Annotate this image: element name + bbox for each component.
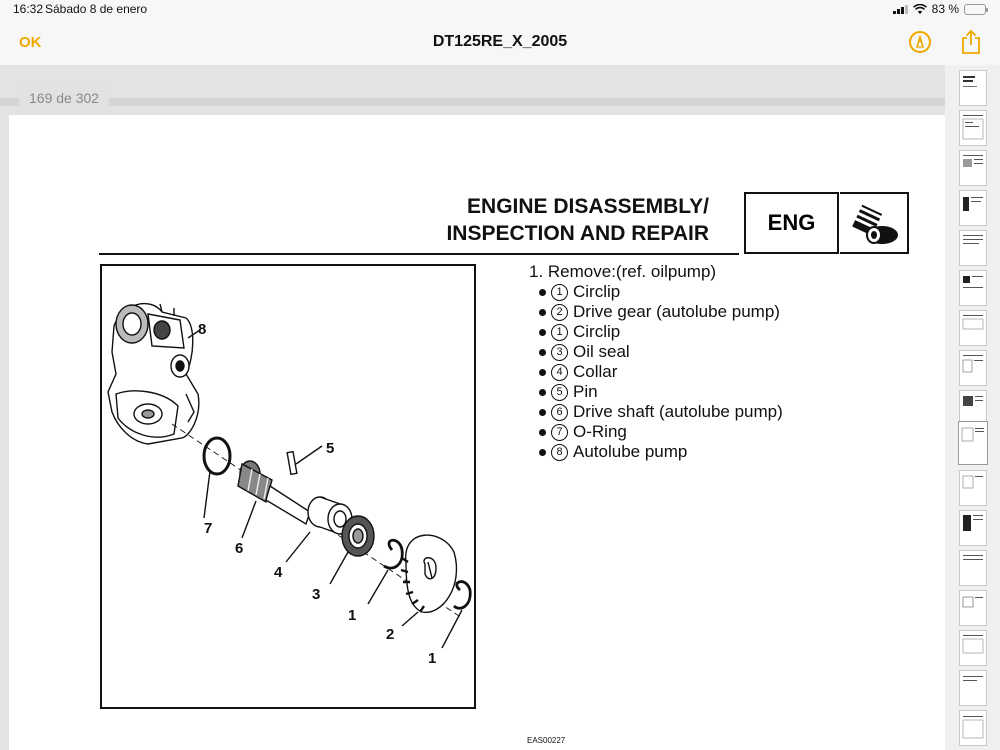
- share-button[interactable]: [960, 29, 982, 55]
- page-thumbnail[interactable]: [959, 390, 987, 426]
- page-thumbnail[interactable]: [959, 670, 987, 706]
- engine-icon: [852, 204, 898, 244]
- callout-6: 6: [235, 540, 243, 557]
- step-header: 1. Remove:(ref. oilpump): [529, 262, 717, 281]
- ok-button[interactable]: OK: [19, 34, 42, 51]
- section-tag: ENG: [744, 192, 839, 254]
- document-title: DT125RE_X_2005: [432, 33, 568, 50]
- page-thumbnail[interactable]: [959, 270, 987, 306]
- callout-1: 1: [428, 650, 436, 667]
- drive-shaft-part: [237, 460, 311, 526]
- battery-icon: [964, 3, 988, 15]
- o-ring-part: [202, 436, 232, 476]
- page-thumbnail[interactable]: [959, 150, 987, 186]
- page-thumbnail[interactable]: [959, 190, 987, 226]
- page-thumbnail[interactable]: [959, 630, 987, 666]
- section-icon-box: [840, 192, 909, 254]
- page-thumbnail[interactable]: [959, 470, 987, 506]
- autolube-pump-part: [107, 302, 200, 445]
- page-heading: ENGINE DISASSEMBLY/ INSPECTION AND REPAI…: [446, 193, 709, 247]
- callout-7: 7: [204, 520, 212, 537]
- page-thumbnail[interactable]: [959, 350, 987, 386]
- nav-bar: OK DT125RE_X_2005: [0, 20, 1000, 65]
- callout-5: 5: [326, 440, 334, 457]
- markup-button[interactable]: [909, 31, 931, 53]
- pin-part: [286, 450, 298, 476]
- callout-4: 4: [274, 564, 283, 581]
- circlip-part: [453, 580, 472, 610]
- drive-gear-part: [400, 534, 458, 613]
- status-date: Sábado 8 de enero: [45, 2, 148, 16]
- page-thumbnail[interactable]: [959, 710, 987, 746]
- wifi-icon: [912, 3, 927, 14]
- autolube-pump-diagram: 8 5 7 6 4 3 1 2 1: [107, 302, 472, 667]
- page-thumbnail[interactable]: [959, 510, 987, 546]
- page-thumbnail[interactable]: [959, 70, 987, 106]
- thumbnail-sidebar[interactable]: [945, 65, 1000, 750]
- signal-icon: [892, 4, 908, 14]
- page-thumbnail[interactable]: [959, 310, 987, 346]
- share-icon: [962, 29, 980, 54]
- page-counter: 169 de 302: [19, 85, 110, 111]
- heading-rule: [99, 253, 739, 255]
- page-thumbnail[interactable]: [959, 550, 987, 586]
- page-thumbnail[interactable]: [959, 590, 987, 626]
- page-thumbnail[interactable]: [959, 110, 987, 146]
- callout-3: 3: [312, 586, 320, 603]
- status-time: 16:32: [13, 2, 44, 16]
- pdf-page: ENGINE DISASSEMBLY/ INSPECTION AND REPAI…: [9, 115, 945, 750]
- pen-icon: [916, 34, 924, 48]
- footer-code: EAS00227: [527, 736, 566, 745]
- oil-seal-part: [341, 515, 375, 557]
- previous-page-edge: [0, 98, 945, 106]
- document-area[interactable]: 169 de 302 ENGINE DISASSEMBLY/ INSPECTIO…: [0, 65, 945, 750]
- page-thumbnail[interactable]: [959, 230, 987, 266]
- exploded-diagram: 8 5 7 6 4 3 1 2 1: [100, 264, 476, 709]
- status-bar: 16:32 Sábado 8 de enero 83 %: [0, 0, 1000, 20]
- battery-percent: 83 %: [931, 2, 959, 16]
- heading-line-1: ENGINE DISASSEMBLY/: [467, 195, 709, 218]
- page-thumbnail-current[interactable]: [958, 421, 988, 465]
- callout-1: 1: [348, 607, 356, 624]
- callout-8: 8: [198, 321, 206, 338]
- status-indicators: 83 %: [892, 2, 988, 16]
- heading-line-2: INSPECTION AND REPAIR: [446, 222, 709, 245]
- callout-2: 2: [386, 626, 394, 643]
- circlip-part: [383, 538, 404, 570]
